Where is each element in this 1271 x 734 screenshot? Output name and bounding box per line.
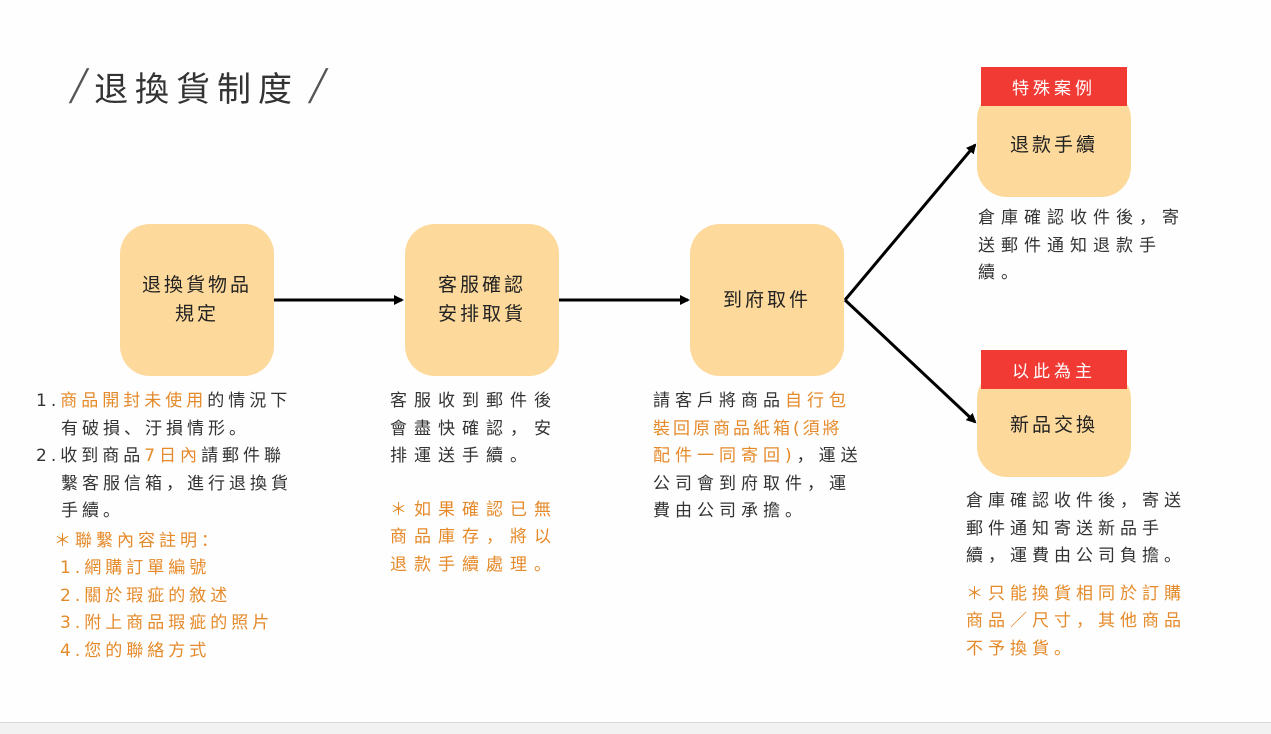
item1-highlight: 商品開封未使用 (60, 391, 208, 411)
refund-notes: 倉庫確認收件後，寄 送郵件通知退款手 續。 (978, 205, 1218, 288)
step1-note-item1: 1.商品開封未使用的情況下 (36, 388, 346, 416)
exchange-alt-line2: 商品／尺寸，其他商品 (966, 611, 1186, 631)
title-slash-left: ╱ (70, 68, 89, 104)
exchange-notes: 倉庫確認收件後，寄送 郵件通知寄送新品手 續，運費由公司負擔。 ＊只能換貨相同於… (966, 488, 1246, 663)
step2-box: 客服確認 安排取貨 (405, 224, 559, 376)
exchange-alt-line3: 不予換貨。 (966, 638, 1076, 659)
exchange-tag-label: 以此為主 (1012, 362, 1096, 382)
refund-note-line1: 倉庫確認收件後，寄 (978, 208, 1185, 228)
page-title: 退換貨制度 (94, 69, 300, 110)
step3-line1-pre: 請客戶將商品 (653, 391, 785, 411)
step2-alt-line3: 退款手續處理。 (390, 554, 558, 575)
item2-pre: 收到商品 (60, 446, 145, 466)
refund-tag: 特殊案例 (981, 67, 1127, 106)
step2-alt-line2: 商品庫存，將以 (390, 527, 558, 547)
step3-label: 到府取件 (722, 288, 811, 311)
arrow-step3-to-refund (843, 143, 977, 301)
step1-note-item2: 2.收到商品7日內請郵件聯 (36, 443, 346, 471)
title-slash-right: ╱ (309, 68, 328, 104)
step2-notes: 客服收到郵件後 會盡快確認，安 排運送手續。 ＊如果確認已無 商品庫存，將以 退… (390, 388, 590, 579)
step1-box: 退換貨物品 規定 (120, 224, 274, 376)
item1-number: 1. (36, 391, 61, 411)
step2-alt-line1: ＊如果確認已無 (390, 499, 558, 520)
page-title-group: ╱ 退換貨制度 ╱ (70, 62, 327, 110)
step1-label-line2: 規定 (174, 303, 219, 325)
refund-label: 退款手續 (1009, 133, 1098, 156)
step3-line3-hl: 配件一同寄回) (653, 446, 797, 466)
step3-note-line1: 請客戶將商品自行包 (653, 388, 893, 416)
step3-box: 到府取件 (690, 224, 844, 376)
exchange-alt-line1: ＊只能換貨相同於訂購 (966, 583, 1186, 604)
step3-line1-hl: 自行包 (785, 391, 851, 411)
step2-note-line1: 客服收到郵件後 (390, 391, 558, 411)
bottom-band (0, 723, 1271, 734)
exchange-label: 新品交換 (1009, 413, 1098, 436)
contact-item-4: 4.您的聯絡方式 (60, 640, 211, 661)
contact-item-1: 1.網購訂單編號 (60, 558, 211, 578)
step2-note-line2: 會盡快確認，安 (390, 418, 558, 439)
step3-note-line4: 公司會到府取件，運 (653, 473, 851, 494)
step3-line3-rest: ，運送 (796, 446, 863, 466)
item2-number: 2. (36, 446, 61, 466)
refund-note-line3: 續。 (978, 263, 1024, 283)
exchange-note-line1: 倉庫確認收件後，寄送 (966, 491, 1186, 511)
exchange-tag: 以此為主 (981, 350, 1127, 389)
contact-title: ＊聯繫內容註明： (54, 530, 222, 551)
exchange-note-line3: 續，運費由公司負擔。 (966, 546, 1186, 566)
step1-notes: 1.商品開封未使用的情況下 有破損、汙損情形。 2.收到商品7日內請郵件聯 繫客… (36, 388, 346, 665)
contact-item-2: 2.關於瑕疵的敘述 (60, 585, 232, 606)
item2-highlight: 7日內 (144, 446, 202, 466)
step1-note-item1-cont: 有破損、汙損情形。 (61, 418, 250, 439)
step3-note-line2: 裝回原商品紙箱(須將 (653, 418, 843, 439)
contact-item-3: 3.附上商品瑕疵的照片 (60, 613, 274, 633)
step1-note-item2-cont1: 繫客服信箱，進行退換貨 (61, 473, 292, 494)
step2-label-line2: 安排取貨 (437, 303, 526, 325)
refund-tag-label: 特殊案例 (1012, 79, 1096, 99)
exchange-note-line2: 郵件通知寄送新品手 (966, 518, 1164, 539)
step3-note-line3: 配件一同寄回)，運送 (653, 443, 893, 471)
item1-rest: 的情況下 (207, 391, 292, 411)
refund-box: 退款手續 (977, 89, 1131, 197)
refund-note-line2: 送郵件通知退款手 (978, 235, 1162, 256)
step1-note-item2-cont2: 手續。 (61, 501, 124, 521)
bottom-divider (0, 722, 1271, 723)
step1-label-line1: 退換貨物品 (141, 274, 252, 296)
arrow-step3-to-exchange (843, 298, 977, 424)
step3-note-line5: 費由公司承擔。 (653, 501, 807, 521)
step3-notes: 請客戶將商品自行包 裝回原商品紙箱(須將 配件一同寄回)，運送 公司會到府取件，… (653, 388, 893, 526)
step2-label-line1: 客服確認 (437, 274, 526, 296)
item2-rest: 請郵件聯 (201, 446, 286, 466)
step2-note-line3: 排運送手續。 (390, 446, 534, 466)
